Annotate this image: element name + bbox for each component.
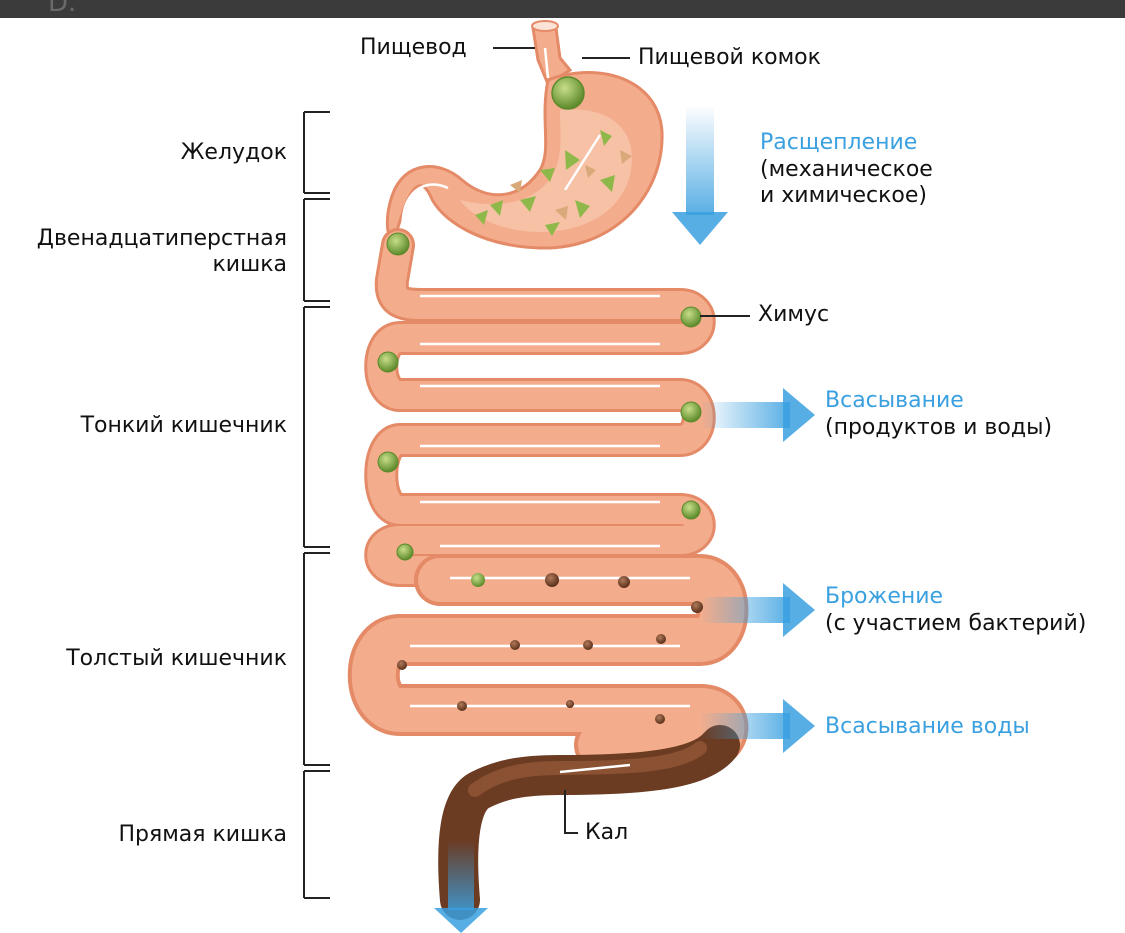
process-breakdown-line2: (механическое	[760, 157, 933, 182]
label-large-intestine: Толстый кишечник	[66, 646, 287, 671]
label-food-bolus: Пищевой комок	[638, 45, 821, 70]
label-esophagus: Пищевод	[360, 35, 467, 60]
process-fermentation-line2: (с участием бактерий)	[825, 611, 1087, 636]
label-duodenum-line2: кишка	[212, 252, 288, 277]
label-rectum: Прямая кишка	[118, 822, 287, 847]
process-water-absorption: Всасывание воды	[825, 714, 1030, 739]
leader-lines	[493, 47, 750, 834]
food-bolus-ball	[551, 76, 585, 110]
label-small-intestine: Тонкий кишечник	[80, 413, 287, 438]
fermentation-arrow	[700, 583, 815, 637]
absorption-arrow	[700, 388, 815, 442]
breakdown-arrow	[672, 105, 728, 245]
large-intestine-shape	[347, 554, 749, 771]
excretion-arrow	[434, 840, 488, 933]
rectum-shape	[438, 725, 740, 920]
process-absorption-title: Всасывание	[825, 388, 964, 413]
process-fermentation-title: Брожение	[825, 584, 944, 609]
small-intestine-shape	[364, 228, 716, 587]
process-breakdown-line3: и химическое)	[760, 183, 927, 208]
process-breakdown-title: Расщепление	[760, 130, 918, 155]
label-duodenum-line1: Двенадцатиперстная	[36, 226, 287, 251]
label-feces: Кал	[585, 820, 629, 845]
section-brackets	[303, 111, 330, 899]
window-title-fragment: D.	[48, 0, 77, 18]
food-particles	[475, 130, 632, 236]
label-chyme: Химус	[758, 302, 830, 327]
process-absorption-line2: (продуктов и воды)	[825, 415, 1053, 440]
label-stomach: Желудок	[180, 140, 287, 165]
water-absorption-arrow	[700, 699, 815, 753]
window-top-bar: D.	[0, 0, 1125, 18]
stomach-shape	[385, 47, 664, 250]
esophagus-shape	[531, 20, 573, 87]
